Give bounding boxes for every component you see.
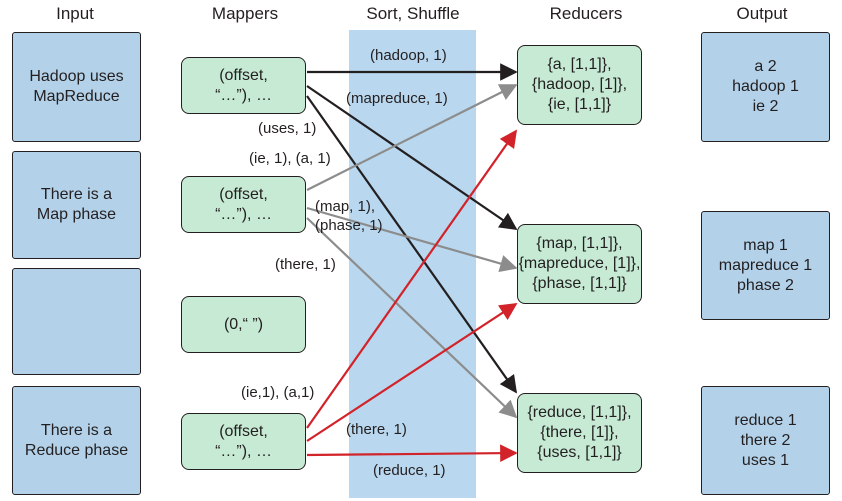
edge-uses <box>306 95 518 394</box>
edge-there-4 <box>306 303 518 442</box>
mapper-box-1: (offset, “…”), … <box>181 57 306 114</box>
label-hadoop: (hadoop, 1) <box>370 47 447 64</box>
edge-there-2 <box>306 217 518 419</box>
mapper-text-4: (offset, “…”), … <box>215 422 272 460</box>
mapper-box-3: (0,“ ”) <box>181 296 306 353</box>
output-text-3: reduce 1 there 2 uses 1 <box>734 411 797 469</box>
mapper-text-1: (offset, “…”), … <box>215 66 272 104</box>
mapper-text-2: (offset, “…”), … <box>215 185 272 223</box>
input-text-2: There is a Map phase <box>36 186 117 223</box>
edge-reduce <box>306 444 518 462</box>
mapper-text-3: (0,“ ”) <box>223 315 264 333</box>
input-box-3 <box>12 268 141 375</box>
label-ie-a-2: (ie, 1), (a, 1) <box>249 150 331 167</box>
output-box-1: a 2 hadoop 1 ie 2 <box>701 32 830 142</box>
sort-shuffle-band <box>349 30 476 498</box>
header-output: Output <box>736 4 788 23</box>
input-box-1: Hadoop uses MapReduce <box>12 32 141 142</box>
label-mapreduce: (mapreduce, 1) <box>346 90 448 107</box>
reducer-text-3: {reduce, [1,1]}, {there, [1]}, {uses, [1… <box>527 404 632 461</box>
edge-ie-a-4 <box>306 129 518 429</box>
edge-map-phase <box>306 206 518 273</box>
label-reduce: (reduce, 1) <box>373 462 446 479</box>
label-map: (map, 1), <box>315 198 376 215</box>
output-text-1: a 2 hadoop 1 ie 2 <box>732 58 799 115</box>
mapper-box-2: (offset, “…”), … <box>181 176 306 233</box>
input-box-2: There is a Map phase <box>12 151 141 259</box>
mapper-box-4: (offset, “…”), … <box>181 413 306 470</box>
output-text-2: map 1 mapreduce 1 phase 2 <box>718 236 813 294</box>
reducer-box-2: {map, [1,1]}, {mapreduce, [1]}, {phase, … <box>517 224 642 304</box>
reducer-text-2: {map, [1,1]}, {mapreduce, [1]}, {phase, … <box>518 235 641 292</box>
label-ie-a-4: (ie,1), (a,1) <box>241 384 315 401</box>
reducer-text-1: {a, [1,1]}, {hadoop, [1]}, {ie, [1,1]} <box>531 56 628 113</box>
edge-ie-a-2 <box>306 84 518 191</box>
output-box-3: reduce 1 there 2 uses 1 <box>701 386 830 495</box>
header-reducers: Reducers <box>549 4 623 23</box>
label-there-4: (there, 1) <box>346 421 407 438</box>
label-there-2: (there, 1) <box>275 256 336 273</box>
input-box-4: There is a Reduce phase <box>12 386 141 495</box>
reducer-box-3: {reduce, [1,1]}, {there, [1]}, {uses, [1… <box>517 393 642 473</box>
label-uses: (uses, 1) <box>258 120 317 137</box>
input-text-1: Hadoop uses MapReduce <box>29 68 124 105</box>
label-phase: (phase, 1) <box>315 217 383 234</box>
header-input: Input <box>56 4 94 23</box>
header-sort-shuffle: Sort, Shuffle <box>366 4 460 23</box>
header-mappers: Mappers <box>211 4 279 23</box>
edge-mapreduce <box>306 85 518 230</box>
output-box-2: map 1 mapreduce 1 phase 2 <box>701 211 830 320</box>
input-text-4: There is a Reduce phase <box>24 421 129 459</box>
